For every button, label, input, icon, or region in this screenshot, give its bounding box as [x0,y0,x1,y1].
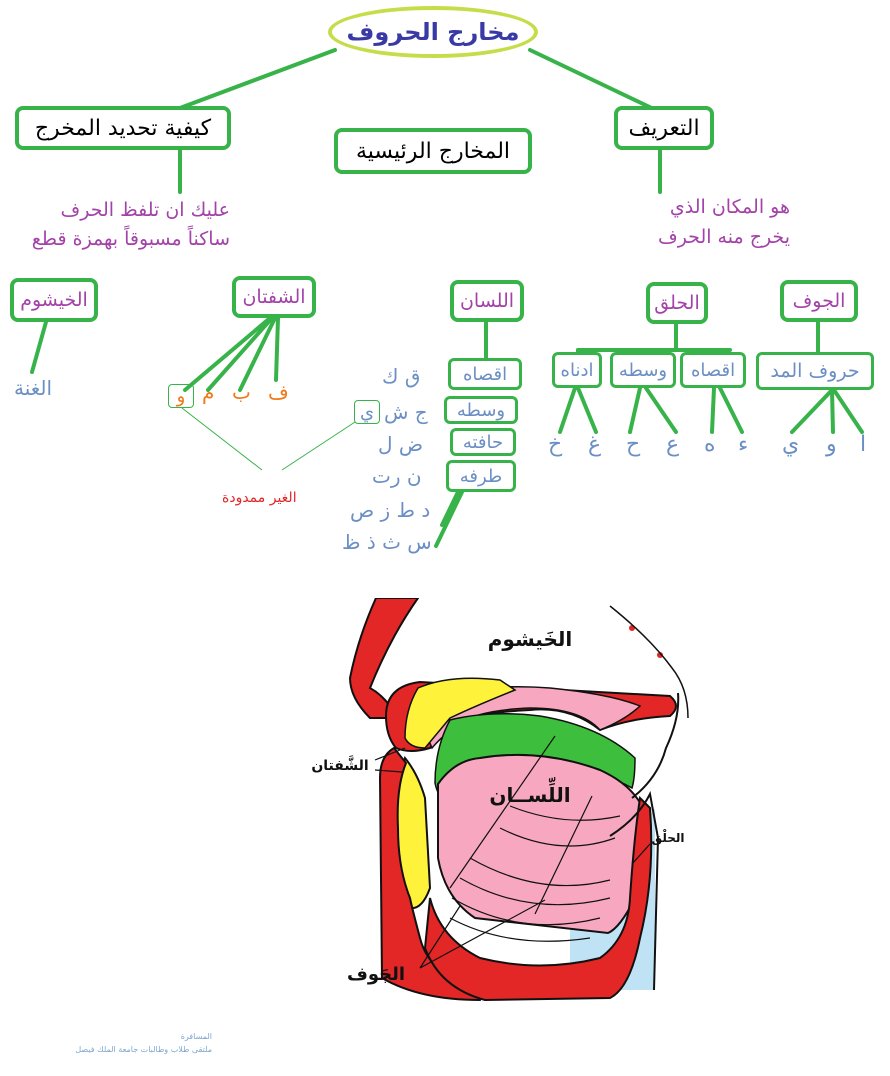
header-main-outlets: المخارج الرئيسية [334,128,532,174]
category-lisan-label: اللسان [459,290,515,312]
khayshum-item: الغنة [14,376,53,400]
shafatan-letter-w-text: و [176,385,186,407]
lisan-aqsa-box: اقصاه [448,358,522,390]
lisan-taraf-letters: ن رت [372,464,422,488]
category-jawf-label: الجوف [792,290,846,312]
shafatan-letter-f: ف [268,380,289,404]
halq-wasat-box: وسطه [610,352,676,388]
lisan-taraf-more1: د ط ز ص [350,498,431,522]
lisan-hafa-box: حافته [450,428,516,456]
category-shafatan-label: الشفتان [242,286,306,308]
header-definition: التعريف [614,106,714,150]
figure-label-halq: الحلْق [652,829,685,845]
non-mad-label: الغير ممدودة [222,490,297,506]
definition-text-line2: يخرج منه الحرف [658,226,790,248]
halq-wasat-letter-2: ع [666,432,680,457]
jawf-letter-ya: ي [782,432,800,457]
halq-aqsa-label: اقصاه [690,359,736,381]
title-ellipse: مخارج الحروف [328,6,538,58]
connector-lines [30,48,864,548]
header-main-label: المخارج الرئيسية [355,138,511,164]
halq-adna-label: ادناه [560,359,594,381]
category-jawf: الجوف [780,280,858,322]
category-khayshum: الخيشوم [10,278,98,322]
category-lisan: اللسان [450,280,524,322]
halq-aqsa-letter-2: ه [704,432,716,457]
category-shafatan: الشفتان [232,276,316,318]
jawf-letter-alif: ا [860,432,867,457]
figure-label-khayshum: الخَيشوم [488,627,573,651]
halq-wasat-label: وسطه [618,359,668,381]
lisan-wasat-letters: ج ش [384,400,428,424]
lisan-hafa-letters: ض ل [378,432,424,456]
lisan-wasat-label: وسطه [456,399,506,421]
figure-label-jawf: الجَوف [347,964,405,985]
lisan-aqsa-letters: ق ك [382,364,421,388]
lisan-wasat-box: وسطه [444,396,518,424]
category-halq: الحلق [646,282,708,324]
how-text-line1: عليك ان تلفظ الحرف [60,199,230,221]
lisan-taraf-label: طرفه [459,465,503,487]
header-definition-label: التعريف [628,115,700,141]
shafatan-letter-w: و [168,384,194,408]
lisan-hafa-label: حافته [462,431,504,453]
vocal-tract-figure: الخَيشوم الشَّفتان اللِّســان الحلْق الج… [310,598,690,1008]
how-text-line2: ساكناً مسبوقاً بهمزة قطع [31,228,230,250]
credit-line2: ملتقى طلاب وطالبات جامعة الملك فيصل [75,1045,212,1054]
definition-text: هو المكان الذي يخرج منه الحرف [620,192,790,252]
halq-aqsa-letter-1: ء [738,432,749,457]
jawf-letter-waw: و [826,432,837,457]
shafatan-letter-m: م [202,380,215,404]
lisan-aqsa-label: اقصاه [462,363,508,385]
shafatan-letter-b: ب [232,380,251,404]
halq-aqsa-box: اقصاه [680,352,746,388]
credit-line1: المسافرة [180,1032,212,1041]
jawf-mad-label: حروف المد [770,360,860,382]
halq-wasat-letter-1: ح [626,432,641,457]
category-halq-label: الحلق [654,292,700,314]
figure-label-shafatan: الشَّفتان [311,754,368,774]
lisan-wasat-boxed: ي [354,400,380,424]
header-how-to-identify: كيفية تحديد المخرج [15,106,231,150]
diagram-title: مخارج الحروف [346,18,520,46]
credit: المسافرة ملتقى طلاب وطالبات جامعة الملك … [40,1030,212,1056]
jawf-mad-box: حروف المد [756,352,874,390]
lisan-taraf-more2: س ث ذ ظ [342,530,432,554]
lisan-wasat-boxed-text: ي [359,401,375,423]
how-text: عليك ان تلفظ الحرف ساكناً مسبوقاً بهمزة … [20,196,230,254]
lisan-taraf-box: طرفه [446,460,516,492]
category-khayshum-label: الخيشوم [20,289,88,311]
header-how-label: كيفية تحديد المخرج [34,115,212,141]
halq-adna-letter-2: خ [548,432,563,457]
halq-adna-box: ادناه [552,352,602,388]
halq-adna-letter-1: غ [588,432,602,457]
definition-text-line1: هو المكان الذي [669,196,790,218]
